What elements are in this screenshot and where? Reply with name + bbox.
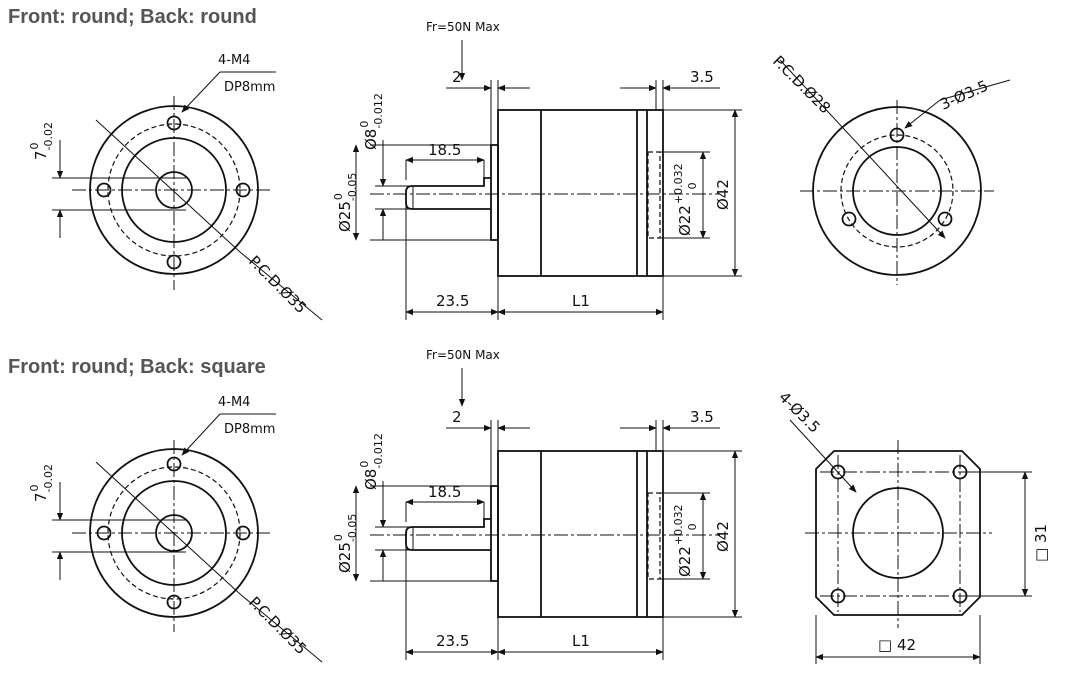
label-force-1: Fr=50N Max (426, 20, 500, 34)
label-rear-pilot-dia-1: Ø22+0.0320 (672, 163, 699, 236)
label-depth-2: DP8mm (224, 422, 275, 437)
label-shaft-key-length-2: 18.5 (428, 483, 461, 501)
label-depth-1: DP8mm (224, 80, 275, 95)
label-shaft-length-1: 23.5 (436, 292, 469, 310)
label-pilot-dia-2: Ø250-0.05 (332, 514, 359, 573)
label-shaft-dia-1: Ø80-0.012 (358, 93, 385, 150)
label-body-length-2: L1 (572, 632, 590, 650)
label-flange-thickness-1: 2 (452, 68, 462, 86)
label-pcd-front-1: P.C.D.Ø35 (245, 252, 310, 317)
label-pilot-dia-1: Ø250-0.05 (332, 173, 359, 232)
label-rear-cap-1: 3.5 (690, 68, 714, 86)
label-holes-square: 4-Ø3.5 (775, 388, 824, 437)
label-body-dia-2: Ø42 (714, 521, 732, 552)
label-shaft-dia-2: Ø80-0.012 (358, 433, 385, 490)
heading-round-back: Front: round; Back: round (8, 6, 257, 28)
label-hole-spacing: □ 31 (1032, 524, 1050, 562)
label-body-dia-1: Ø42 (714, 179, 732, 210)
heading-square-back: Front: round; Back: square (8, 356, 266, 378)
label-body-length-1: L1 (572, 292, 590, 310)
side-view-round (352, 40, 742, 320)
label-pcd-front-2: P.C.D.Ø35 (245, 593, 310, 658)
label-pcd-back-1: P.C.D.Ø28 (769, 52, 834, 117)
drawing-row-square-back (52, 368, 1032, 664)
label-square-size: □ 42 (878, 636, 916, 654)
drawing-row-round-back (52, 40, 1011, 321)
front-view-round (52, 71, 323, 321)
back-view-round (779, 59, 1011, 285)
label-thread-2: 4-M4 (218, 395, 250, 410)
back-view-square (789, 419, 1032, 664)
front-view-round-2 (52, 413, 323, 663)
label-shaft-key-length-1: 18.5 (428, 141, 461, 159)
label-thread-1: 4-M4 (218, 53, 250, 68)
label-holes-back-1: 3-Ø3.5 (937, 77, 991, 114)
label-key-dim-2: 70-0.02 (28, 464, 55, 502)
side-view-square (352, 368, 742, 660)
label-key-dim-1: 70-0.02 (28, 122, 55, 160)
label-rear-pilot-dia-2: Ø22+0.0320 (672, 504, 699, 577)
label-force-2: Fr=50N Max (426, 348, 500, 362)
label-shaft-length-2: 23.5 (436, 632, 469, 650)
label-rear-cap-2: 3.5 (690, 408, 714, 426)
label-flange-thickness-2: 2 (452, 408, 462, 426)
